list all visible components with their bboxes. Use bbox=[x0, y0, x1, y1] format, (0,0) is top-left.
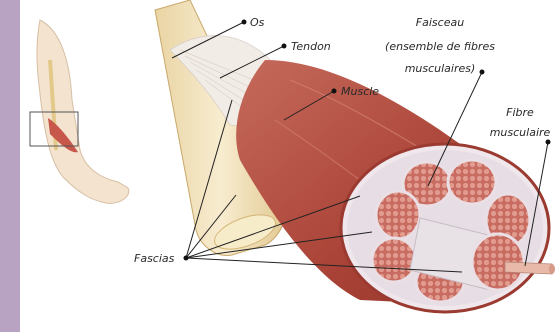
muscle-fiber bbox=[505, 262, 555, 274]
fascicle bbox=[448, 160, 496, 204]
fascicle bbox=[376, 191, 420, 239]
label-tendon: Tendon bbox=[291, 40, 331, 53]
label-muscle: Muscle bbox=[341, 85, 379, 98]
label-fascias: Fascias bbox=[134, 252, 175, 265]
fascicle bbox=[372, 238, 416, 282]
label-fiber-line1: Fibre bbox=[506, 106, 534, 119]
label-fascicle-line1: Faisceau bbox=[416, 16, 464, 29]
label-bone: Os bbox=[250, 16, 265, 29]
label-fascicle-line3: musculaires) bbox=[405, 62, 476, 75]
label-fascicle-line2: (ensemble de fibres bbox=[385, 40, 495, 53]
label-fiber-line2: musculaire bbox=[490, 126, 551, 139]
